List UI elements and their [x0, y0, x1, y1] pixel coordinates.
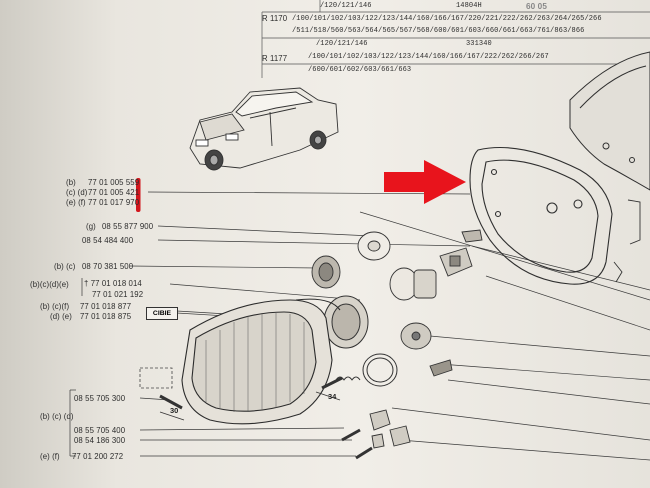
header-row1-suffix: 14804H — [456, 2, 482, 10]
part-variant: (b)(c)(d)(e) — [30, 280, 69, 289]
spring — [335, 376, 361, 381]
washer-ring — [357, 231, 391, 261]
part-variant: (g) — [86, 222, 96, 231]
header-row3-models: /120/121/146 — [316, 40, 368, 48]
car-illustration — [189, 87, 339, 171]
part-number: 77 01 005 559 — [88, 178, 140, 187]
dimension-marks — [159, 391, 341, 421]
part-number: 08 54 186 300 — [74, 436, 126, 445]
part-variant: (e) (f) — [40, 452, 60, 461]
reflector-ring — [323, 295, 369, 349]
highlight-arrow — [384, 160, 466, 204]
highlight-bar — [136, 178, 141, 212]
part-number: 08 70 381 500 — [82, 262, 134, 271]
part-number: 77 01 200 272 — [72, 452, 124, 461]
spring-clips — [369, 409, 411, 449]
header-row4-line1: /100/101/102/103/122/123/144/160/166/167… — [308, 53, 549, 61]
part-variant: (b) (c) (d) — [40, 412, 74, 421]
corner-code: 60 05 — [526, 2, 547, 11]
dimension-label-34: 34 — [328, 392, 337, 401]
fender-housing — [569, 51, 650, 191]
part-number: 08 55 705 300 — [74, 394, 126, 403]
part-variant: (b) — [66, 178, 76, 187]
part-number: 77 01 018 877 — [80, 302, 132, 311]
part-number: † 77 01 018 014 — [84, 279, 142, 288]
part-variant: (b) (c) — [54, 262, 76, 271]
dashed-callout — [139, 367, 173, 389]
part-number: 77 01 005 421 — [88, 188, 140, 197]
part-number: 77 01 017 970 — [88, 198, 140, 207]
part-number: 08 54 484 400 — [82, 236, 134, 245]
header-row2-line1: /100/101/102/103/122/123/144/160/166/167… — [292, 15, 602, 23]
headlamp-frame — [469, 146, 613, 285]
clip-bracket — [613, 199, 641, 283]
header-row2-label: R 1170 — [262, 14, 288, 23]
headlamp-unit — [181, 298, 341, 425]
screws — [159, 376, 373, 460]
part-variant: (b) (c)(f) — [40, 302, 70, 311]
header-row3-code: 331340 — [466, 40, 492, 48]
adjuster-disc — [400, 322, 453, 377]
header-row4-label: R 1177 — [262, 54, 288, 63]
part-variant: (c) (d) — [66, 188, 88, 197]
bulb-assembly — [311, 255, 437, 301]
part-number: 77 01 018 875 — [80, 312, 132, 321]
header-row2-line2: /511/518/560/563/564/565/567/568/600/601… — [292, 27, 585, 35]
part-number: 08 55 705 400 — [74, 426, 126, 435]
header-row4-line2: /600/601/602/603/661/663 — [308, 66, 412, 74]
header-table-lines — [261, 0, 650, 78]
header-row1-models: /120/121/146 — [320, 2, 372, 10]
brand-box: CIBIE — [146, 307, 178, 320]
connector-block — [439, 229, 483, 277]
part-number: 77 01 021 192 — [92, 290, 144, 299]
part-variant: (e) (f) — [66, 198, 86, 207]
retaining-ring — [362, 353, 398, 387]
part-number: 08 55 877 900 — [102, 222, 154, 231]
dimension-label-30: 30 — [170, 406, 179, 415]
part-variant: (d) (e) — [50, 312, 72, 321]
